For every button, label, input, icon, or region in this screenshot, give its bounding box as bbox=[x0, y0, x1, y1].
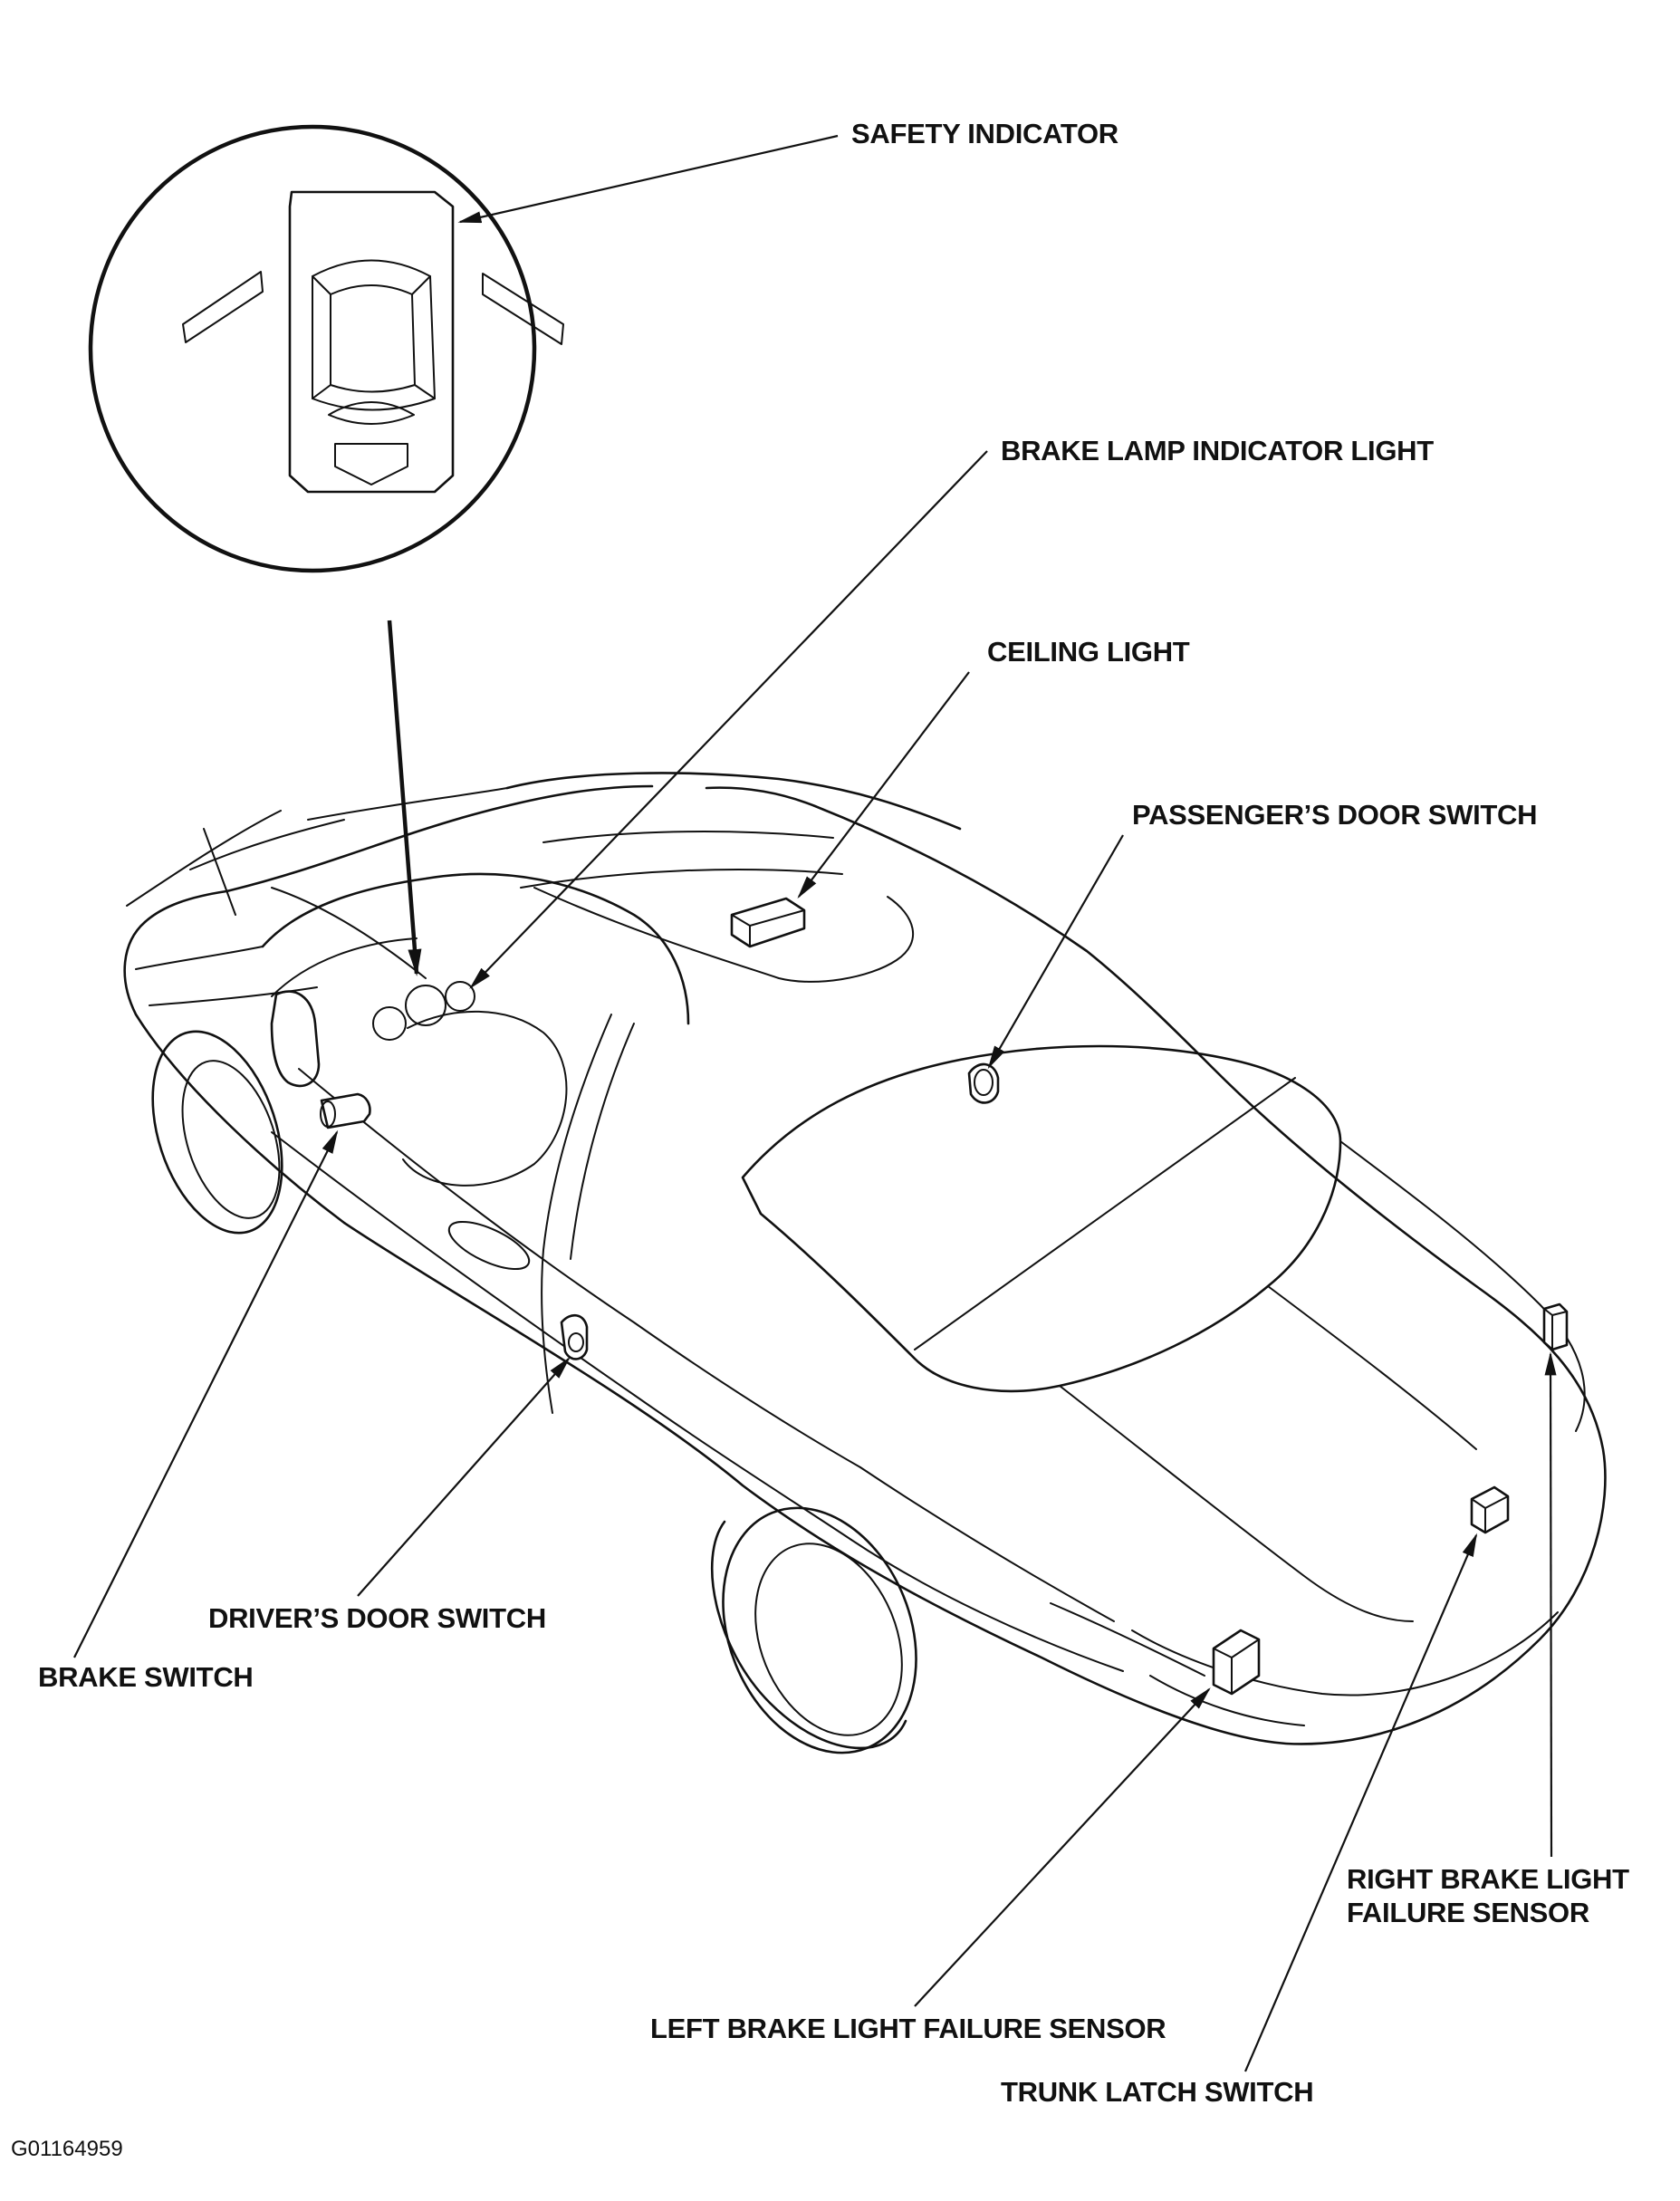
brake-switch-component bbox=[320, 1092, 371, 1129]
trunk-latch-switch-component bbox=[1470, 1485, 1510, 1534]
brake-lamp-indicator-leader bbox=[469, 450, 988, 989]
brake-switch-leader bbox=[73, 1129, 339, 1658]
ceiling-light-label: CEILING LIGHT bbox=[987, 636, 1190, 668]
safety-indicator-to-dash-leader bbox=[387, 620, 422, 976]
drivers-door-switch-leader bbox=[357, 1357, 571, 1597]
safety-indicator-icon bbox=[182, 190, 564, 494]
ceiling-light-leader bbox=[797, 671, 970, 899]
left-brake-light-failure-sensor-leader bbox=[914, 1687, 1211, 2007]
brake-lamp-indicator-light-label: BRAKE LAMP INDICATOR LIGHT bbox=[1001, 435, 1434, 466]
car-outline bbox=[123, 772, 1607, 1754]
right-brake-light-failure-sensor-component bbox=[1542, 1302, 1569, 1351]
passengers-door-switch-label: PASSENGER’S DOOR SWITCH bbox=[1132, 799, 1537, 831]
front-wheel bbox=[151, 1030, 283, 1235]
safety-indicator-detail-circle bbox=[88, 124, 564, 573]
passengers-door-switch-component bbox=[967, 1062, 1000, 1104]
trunk-latch-switch-leader bbox=[1243, 1533, 1478, 2072]
leader-lines bbox=[73, 134, 1557, 2072]
right-brake-light-failure-sensor-label-line2: FAILURE SENSOR bbox=[1347, 1897, 1589, 1928]
passengers-door-switch-leader bbox=[987, 834, 1124, 1070]
left-brake-light-failure-sensor-label: LEFT BRAKE LIGHT FAILURE SENSOR bbox=[650, 2013, 1166, 2044]
figure-code: G01164959 bbox=[11, 2137, 123, 2161]
drivers-door-switch-component bbox=[560, 1314, 589, 1360]
trunk-latch-switch-label: TRUNK LATCH SWITCH bbox=[1001, 2076, 1313, 2108]
ceiling-light-component bbox=[730, 897, 806, 948]
rear-wheel bbox=[710, 1506, 917, 1754]
left-brake-light-failure-sensor-component bbox=[1212, 1629, 1261, 1696]
safety-indicator-leader bbox=[457, 134, 839, 224]
right-brake-light-failure-sensor-label-line1: RIGHT BRAKE LIGHT bbox=[1347, 1863, 1629, 1895]
drivers-door-switch-label: DRIVER’S DOOR SWITCH bbox=[208, 1602, 546, 1634]
safety-indicator-label: SAFETY INDICATOR bbox=[851, 118, 1118, 149]
brake-switch-label: BRAKE SWITCH bbox=[38, 1661, 254, 1693]
right-brake-light-failure-sensor-leader bbox=[1544, 1351, 1557, 1858]
